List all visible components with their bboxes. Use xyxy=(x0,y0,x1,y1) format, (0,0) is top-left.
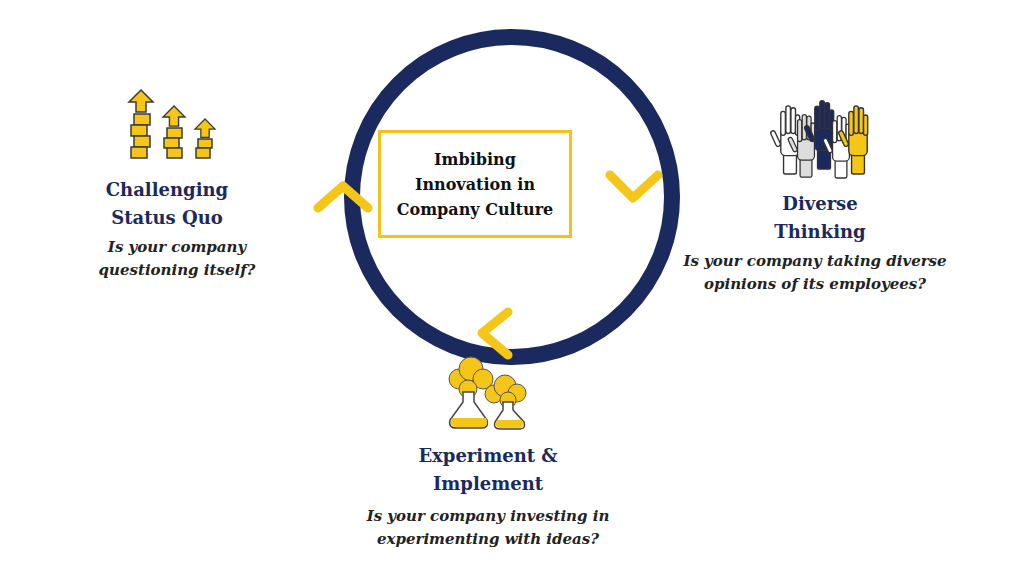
section-title: Challenging Status Quo xyxy=(77,176,257,232)
box-text: Imbibing Innovation in Company Culture xyxy=(390,147,560,222)
flasks-icon xyxy=(449,357,526,429)
stair-arrows-icon xyxy=(129,90,215,158)
cycle-chevron xyxy=(482,312,508,355)
cycle-ring xyxy=(352,37,672,357)
section-question: Is your company taking diverse opinions … xyxy=(655,250,975,296)
section-question: Is your company investing in experimenti… xyxy=(333,505,643,551)
cycle-chevron xyxy=(610,175,658,198)
cycle-chevron xyxy=(318,186,368,208)
concept-box: Imbibing Innovation in Company Culture xyxy=(378,130,572,238)
section-title: Diverse Thinking xyxy=(740,190,900,246)
section-question: Is your company questioning itself? xyxy=(72,236,282,282)
section-title: Experiment & Implement xyxy=(383,442,593,498)
raised-hands-icon xyxy=(770,101,868,178)
